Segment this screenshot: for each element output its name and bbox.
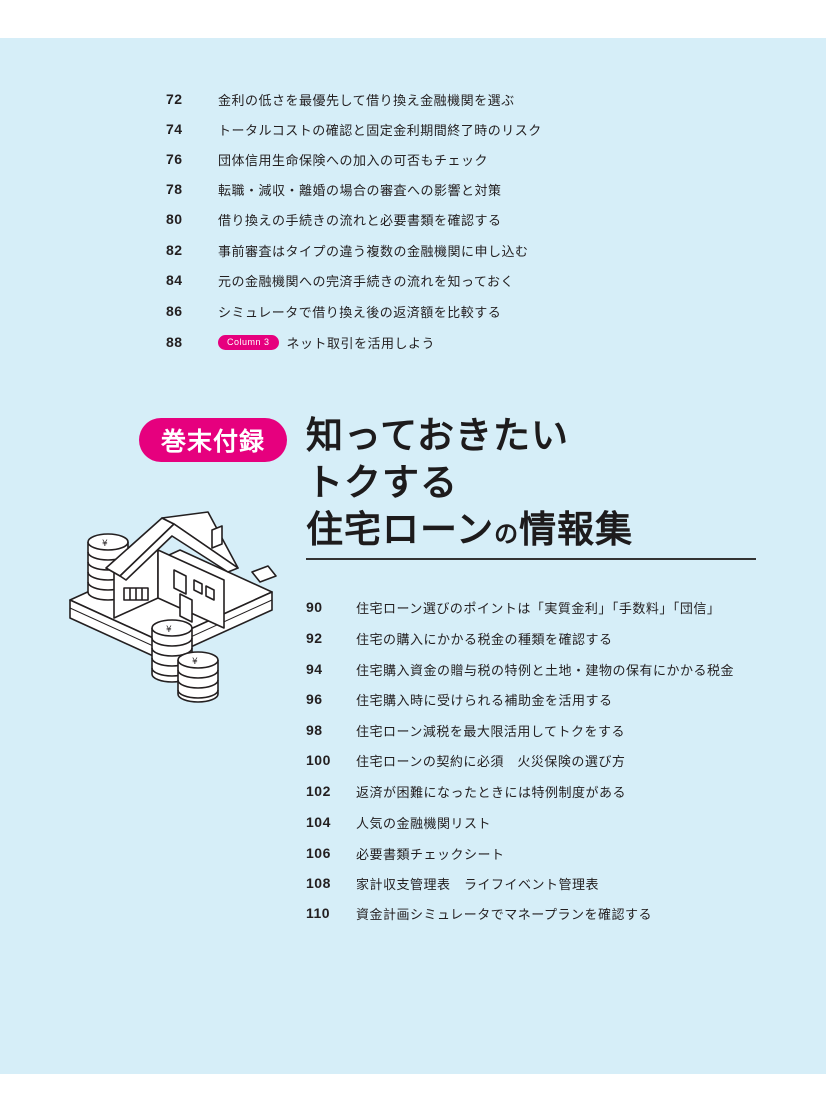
- toc-title: 返済が困難になったときには特例制度がある: [356, 785, 627, 801]
- toc-item-98[interactable]: 98 住宅ローン減税を最大限活用してトクをする: [306, 719, 625, 741]
- toc-item-96[interactable]: 96 住宅購入時に受けられる補助金を活用する: [306, 688, 613, 710]
- toc-item-100[interactable]: 100 住宅ローンの契約に必須 火災保険の選び方: [306, 749, 625, 771]
- toc-page-number: 86: [166, 303, 183, 319]
- toc-title: 金利の低さを最優先して借り換え金融機関を選ぶ: [218, 93, 515, 109]
- svg-text:¥: ¥: [166, 625, 172, 635]
- toc-page-number: 72: [166, 91, 183, 107]
- toc-page-number: 76: [166, 151, 183, 167]
- toc-page-number: 96: [306, 691, 323, 707]
- toc-page-number: 110: [306, 905, 331, 921]
- toc-page-number: 90: [306, 599, 323, 615]
- toc-title: 住宅購入時に受けられる補助金を活用する: [356, 693, 613, 709]
- toc-page-number: 74: [166, 121, 183, 137]
- toc-page-number: 82: [166, 242, 183, 258]
- toc-page-number: 84: [166, 272, 183, 288]
- toc-title: 家計収支管理表 ライフイベント管理表: [356, 877, 600, 893]
- toc-item-110[interactable]: 110 資金計画シミュレータでマネープランを確認する: [306, 902, 652, 924]
- appendix-badge: 巻末付録: [139, 418, 287, 462]
- appendix-title-line2: トクする: [306, 461, 458, 504]
- toc-title: 住宅購入資金の贈与税の特例と土地・建物の保有にかかる税金: [356, 663, 735, 679]
- appendix-title-line3: 住宅ローンの情報集: [306, 508, 633, 556]
- toc-title: 元の金融機関への完済手続きの流れを知っておく: [218, 274, 514, 290]
- toc-title: 住宅ローンの契約に必須 火災保険の選び方: [356, 754, 626, 770]
- title-divider: [306, 558, 756, 560]
- toc-item-106[interactable]: 106 必要書類チェックシート: [306, 842, 505, 864]
- house-with-coins-illustration: ¥ ¥ ¥: [69, 511, 277, 703]
- title-part: 住宅ローン: [306, 508, 495, 551]
- toc-item-102[interactable]: 102 返済が困難になったときには特例制度がある: [306, 780, 626, 802]
- toc-title: 借り換えの手続きの流れと必要書類を確認する: [218, 213, 502, 229]
- toc-title: 資金計画シミュレータでマネープランを確認する: [356, 907, 652, 923]
- toc-title: 人気の金融機関リスト: [356, 816, 492, 832]
- toc-page-number: 88: [166, 334, 183, 350]
- toc-page-number: 108: [306, 875, 331, 891]
- toc-item-88[interactable]: 88 Column 3 ネット取引を活用しよう: [166, 331, 435, 353]
- toc-item-82[interactable]: 82 事前審査はタイプの違う複数の金融機関に申し込む: [166, 239, 529, 261]
- toc-page-number: 94: [306, 661, 323, 677]
- toc-title: 転職・減収・離婚の場合の審査への影響と対策: [218, 183, 502, 199]
- title-particle: の: [494, 520, 520, 548]
- toc-item-86[interactable]: 86 シミュレータで借り換え後の返済額を比較する: [166, 300, 501, 322]
- toc-title: 住宅ローン選びのポイントは「実質金利」「手数料」「団信」: [356, 601, 721, 617]
- column-badge: Column 3: [218, 334, 279, 350]
- toc-title: 団体信用生命保険への加入の可否もチェック: [218, 153, 489, 169]
- toc-page-number: 104: [306, 814, 331, 830]
- toc-title: ネット取引を活用しよう: [286, 336, 436, 352]
- toc-item-90[interactable]: 90 住宅ローン選びのポイントは「実質金利」「手数料」「団信」: [306, 596, 720, 618]
- toc-page-number: 78: [166, 181, 183, 197]
- svg-text:¥: ¥: [102, 539, 108, 549]
- toc-item-72[interactable]: 72 金利の低さを最優先して借り換え金融機関を選ぶ: [166, 88, 515, 110]
- toc-page-number: 102: [306, 783, 331, 799]
- toc-title: 事前審査はタイプの違う複数の金融機関に申し込む: [218, 244, 529, 260]
- toc-item-78[interactable]: 78 転職・減収・離婚の場合の審査への影響と対策: [166, 178, 502, 200]
- title-part: 情報集: [519, 508, 634, 551]
- toc-item-108[interactable]: 108 家計収支管理表 ライフイベント管理表: [306, 872, 599, 894]
- toc-title: トータルコストの確認と固定金利期間終了時のリスク: [218, 123, 542, 139]
- toc-item-84[interactable]: 84 元の金融機関への完済手続きの流れを知っておく: [166, 269, 514, 291]
- coin-stack-icon: ¥: [177, 651, 219, 703]
- toc-item-104[interactable]: 104 人気の金融機関リスト: [306, 811, 491, 833]
- toc-item-94[interactable]: 94 住宅購入資金の贈与税の特例と土地・建物の保有にかかる税金: [306, 658, 734, 680]
- toc-item-80[interactable]: 80 借り換えの手続きの流れと必要書類を確認する: [166, 208, 502, 230]
- toc-title: シミュレータで借り換え後の返済額を比較する: [218, 305, 502, 321]
- toc-title: 住宅の購入にかかる税金の種類を確認する: [356, 632, 613, 648]
- toc-item-92[interactable]: 92 住宅の購入にかかる税金の種類を確認する: [306, 627, 613, 649]
- toc-page-number: 92: [306, 630, 323, 646]
- toc-title: 必要書類チェックシート: [356, 847, 505, 863]
- appendix-title-line1: 知っておきたい: [306, 414, 570, 457]
- toc-item-74[interactable]: 74 トータルコストの確認と固定金利期間終了時のリスク: [166, 118, 542, 140]
- toc-page-number: 98: [306, 722, 323, 738]
- toc-item-76[interactable]: 76 団体信用生命保険への加入の可否もチェック: [166, 148, 488, 170]
- toc-page-number: 100: [306, 752, 331, 768]
- toc-page-number: 106: [306, 845, 331, 861]
- svg-text:¥: ¥: [192, 657, 198, 667]
- toc-page-number: 80: [166, 211, 183, 227]
- toc-title: 住宅ローン減税を最大限活用してトクをする: [356, 724, 625, 740]
